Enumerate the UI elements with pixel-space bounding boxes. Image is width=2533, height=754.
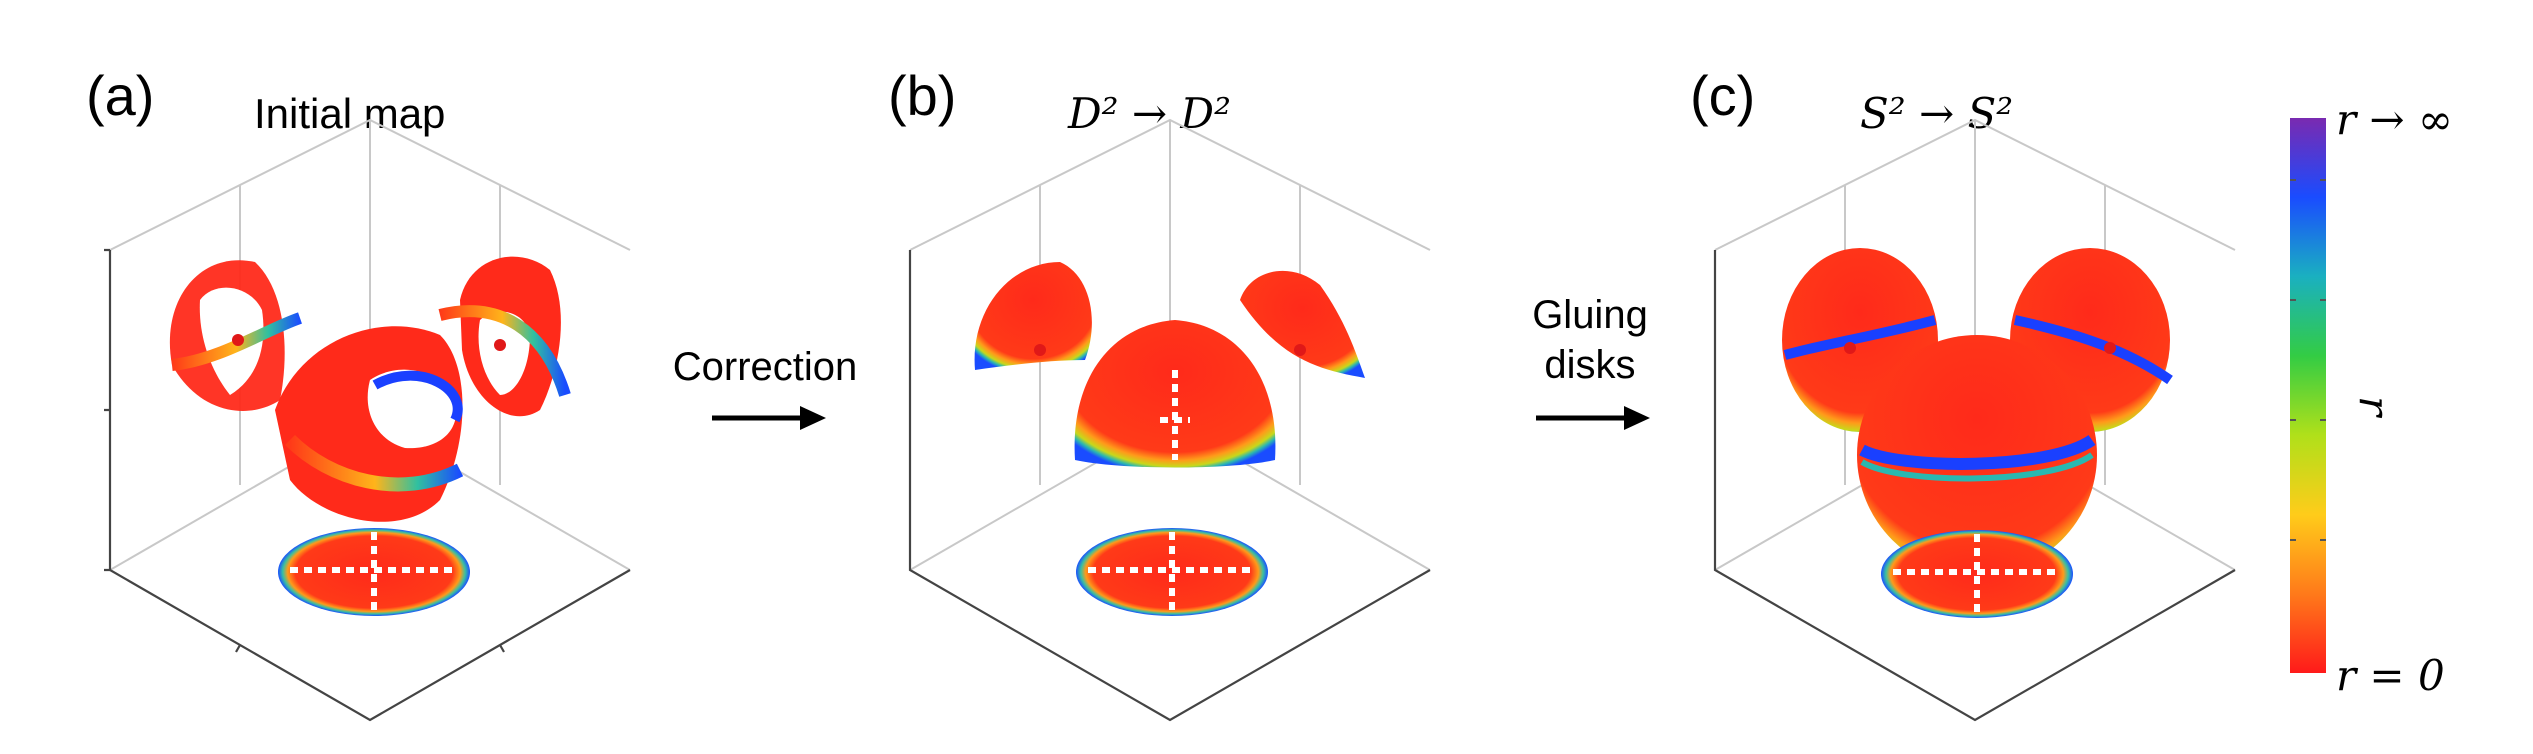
arrow-2-label-line-1: Gluing <box>1532 293 1648 337</box>
arrow-correction: Correction <box>673 345 858 430</box>
panel-b-surfaces <box>974 262 1365 616</box>
arrow-gluing-disks: Gluing disks <box>1532 293 1650 430</box>
panel-c: (c) S² → S² <box>1690 64 2236 722</box>
panel-b: (b) D² → D² <box>888 64 1431 722</box>
colorbar-top-label: r → ∞ <box>2336 95 2453 144</box>
colorbar-gradient <box>2290 118 2326 673</box>
panel-b-axes <box>908 118 1431 722</box>
arrow-1-label-line-1: Correction <box>673 345 858 389</box>
colorbar-axis-label: r <box>2350 396 2399 419</box>
panel-a-axes <box>104 118 631 722</box>
arrow-2-label-line-2: disks <box>1544 343 1635 387</box>
panel-a-letter: (a) <box>86 64 154 127</box>
panel-a: (a) Initial map <box>86 64 631 722</box>
panel-a-surfaces <box>169 256 571 616</box>
panel-b-letter: (b) <box>888 64 956 127</box>
colorbar-ticks <box>2290 179 2326 541</box>
colorbar: r → ∞ r = 0 r <box>2290 95 2453 700</box>
panel-c-axes <box>1713 118 2236 722</box>
panel-c-title: S² → S² <box>1860 89 2013 138</box>
panel-c-surfaces <box>1782 248 2173 618</box>
panel-c-letter: (c) <box>1690 64 1755 127</box>
colorbar-bottom-label: r = 0 <box>2336 651 2445 700</box>
